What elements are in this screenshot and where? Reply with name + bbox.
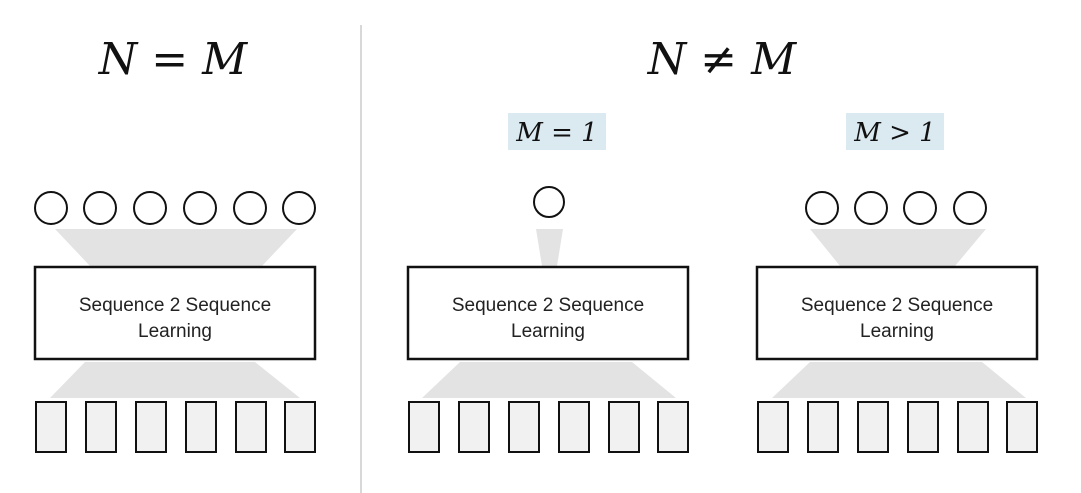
input-token <box>907 401 939 453</box>
output-token <box>953 191 987 225</box>
input-token <box>807 401 839 453</box>
seq2seq-box-equal <box>33 265 317 361</box>
seq2seq-box-many <box>755 265 1039 361</box>
input-funnel-one <box>422 362 676 398</box>
input-token <box>508 401 540 453</box>
input-tokens <box>35 401 1038 453</box>
sub-label-m-greater-1: M > 1 <box>853 118 935 148</box>
input-token <box>135 401 167 453</box>
seq2seq-box-one <box>406 265 690 361</box>
box-label-line1: Sequence 2 Sequence <box>801 295 993 316</box>
output-token <box>183 191 217 225</box>
sub-label-bg-m-equals-1 <box>508 113 606 150</box>
box-label-line2: Learning <box>138 321 212 342</box>
output-tokens <box>34 186 987 225</box>
output-token <box>34 191 68 225</box>
input-token <box>284 401 316 453</box>
model-boxes <box>33 265 1039 361</box>
output-token <box>805 191 839 225</box>
input-token <box>608 401 640 453</box>
input-token <box>757 401 789 453</box>
box-label-line1: Sequence 2 Sequence <box>452 295 644 316</box>
input-token <box>408 401 440 453</box>
sub-label-m-equals-1: M = 1 <box>515 118 597 148</box>
funnels <box>50 229 1026 398</box>
input-funnel-equal <box>50 362 300 398</box>
output-token <box>903 191 937 225</box>
input-token <box>235 401 267 453</box>
input-funnel-many <box>772 362 1026 398</box>
output-token <box>83 191 117 225</box>
box-label-line2: Learning <box>860 321 934 342</box>
input-token <box>185 401 217 453</box>
sub-label-bg-m-greater-1 <box>846 113 944 150</box>
input-token <box>558 401 590 453</box>
output-token <box>533 186 565 218</box>
heading-n-not-equals-m: N ≠ M <box>647 34 797 85</box>
output-token <box>233 191 267 225</box>
input-token <box>458 401 490 453</box>
output-token <box>282 191 316 225</box>
output-token <box>133 191 167 225</box>
input-token <box>1006 401 1038 453</box>
output-token <box>854 191 888 225</box>
input-token <box>35 401 67 453</box>
output-funnel-equal <box>55 229 297 266</box>
input-token <box>957 401 989 453</box>
input-token <box>657 401 689 453</box>
box-label-line1: Sequence 2 Sequence <box>79 295 271 316</box>
heading-n-equals-m: N = M <box>98 34 248 85</box>
output-funnel-one <box>536 229 563 266</box>
input-token <box>857 401 889 453</box>
output-funnel-many <box>810 229 986 266</box>
input-token <box>85 401 117 453</box>
box-label-line2: Learning <box>511 321 585 342</box>
